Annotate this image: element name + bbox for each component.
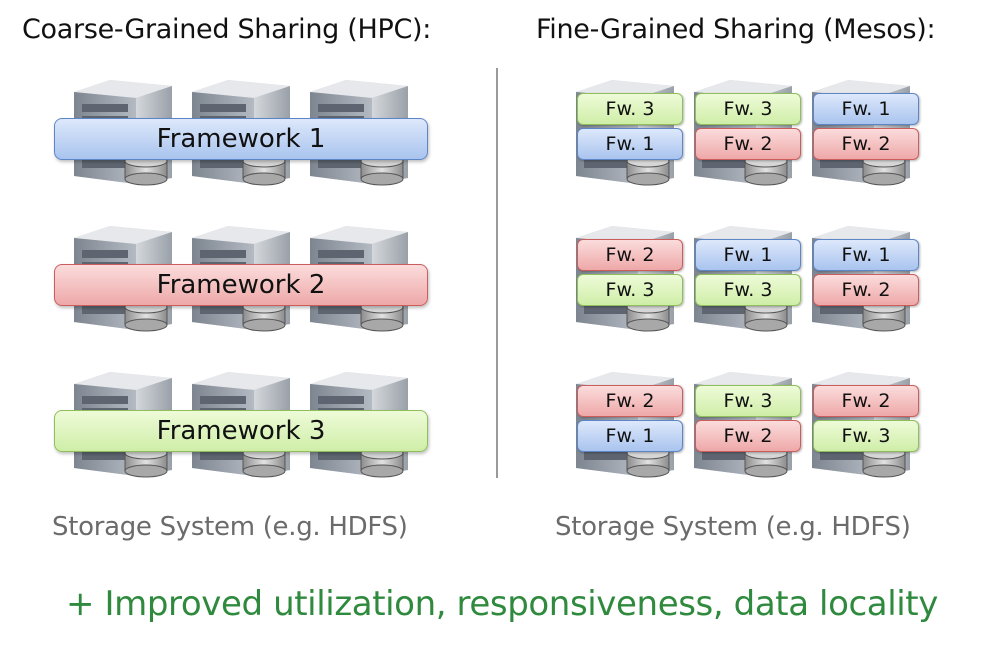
right-title: Fine-Grained Sharing (Mesos): — [536, 14, 936, 45]
framework-task-tag: Fw. 2 — [813, 128, 919, 160]
framework-task-tag: Fw. 3 — [695, 274, 801, 306]
framework-task-tag: Fw. 1 — [577, 420, 683, 452]
framework-task-tag: Fw. 1 — [577, 128, 683, 160]
divider — [496, 68, 498, 478]
framework-task-tag: Fw. 3 — [577, 274, 683, 306]
tagline: + Improved utilization, responsiveness, … — [66, 584, 938, 624]
framework-task-tag: Fw. 3 — [695, 385, 801, 417]
right-storage-label: Storage System (e.g. HDFS) — [555, 512, 911, 542]
framework-task-tag: Fw. 1 — [813, 239, 919, 271]
framework-task-tag: Fw. 2 — [695, 128, 801, 160]
framework-task-tag: Fw. 2 — [813, 274, 919, 306]
framework-task-tag: Fw. 1 — [695, 239, 801, 271]
framework-task-tag: Fw. 2 — [577, 239, 683, 271]
left-title: Coarse-Grained Sharing (HPC): — [22, 14, 432, 45]
framework-band: Framework 3 — [54, 410, 428, 452]
framework-task-tag: Fw. 2 — [577, 385, 683, 417]
framework-task-tag: Fw. 3 — [813, 420, 919, 452]
framework-band: Framework 2 — [54, 264, 428, 306]
framework-task-tag: Fw. 3 — [695, 93, 801, 125]
framework-task-tag: Fw. 2 — [813, 385, 919, 417]
framework-task-tag: Fw. 3 — [577, 93, 683, 125]
framework-task-tag: Fw. 1 — [813, 93, 919, 125]
framework-band: Framework 1 — [54, 118, 428, 160]
framework-task-tag: Fw. 2 — [695, 420, 801, 452]
left-storage-label: Storage System (e.g. HDFS) — [52, 512, 408, 542]
